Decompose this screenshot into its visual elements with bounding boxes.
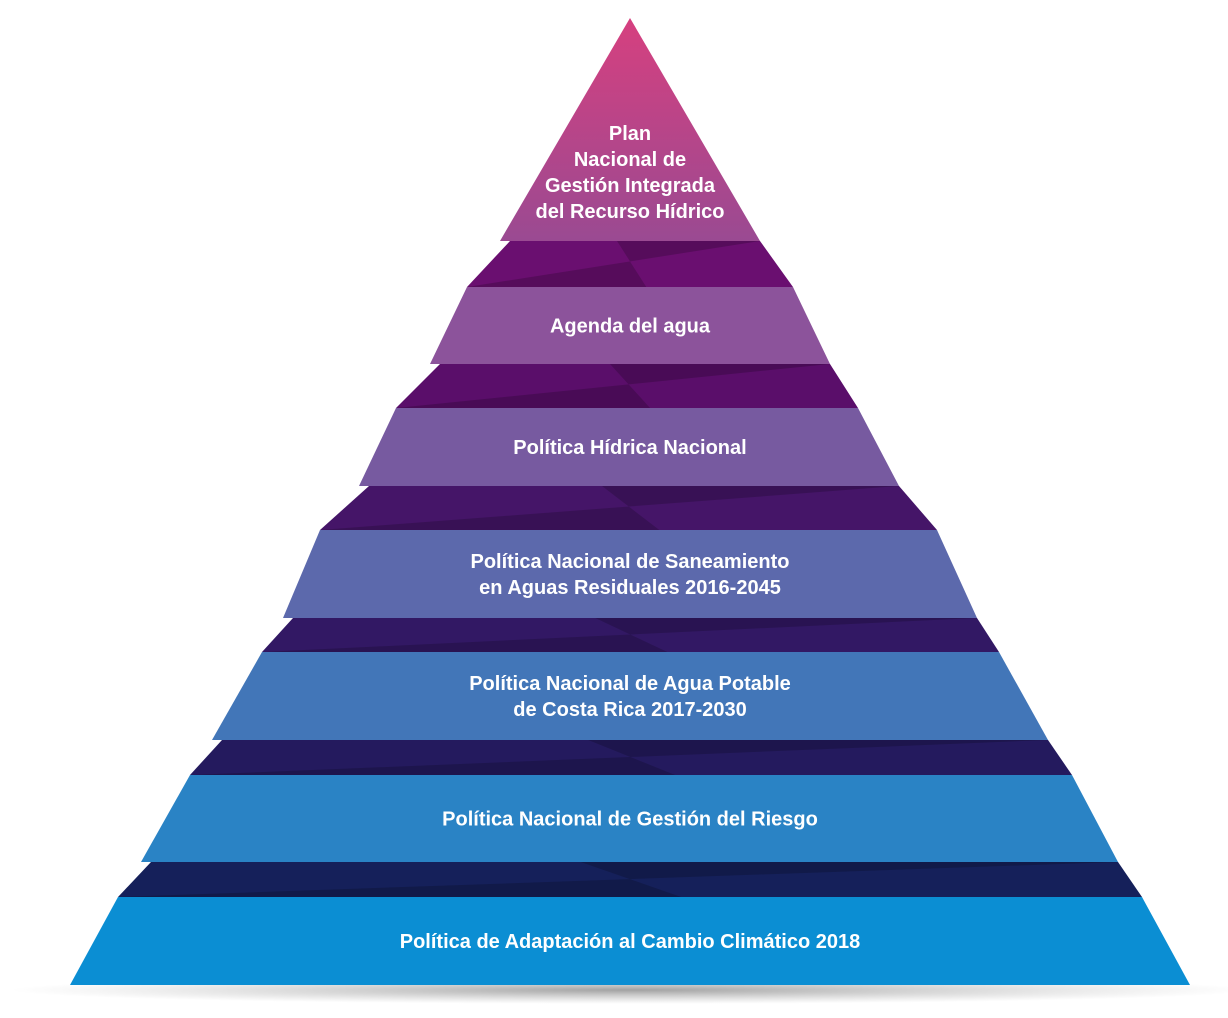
tier-shape-4 — [283, 530, 977, 618]
connector-band-4 — [262, 618, 999, 652]
tier-6-label-line-1: Política Nacional de Gestión del Riesgo — [442, 809, 818, 831]
tier-4-label-line-2: en Aguas Residuales 2016-2045 — [479, 577, 781, 599]
tier-1-label-line-2: Nacional de — [574, 149, 686, 171]
connector-layer — [118, 241, 1142, 897]
pyramid-tier-5: Política Nacional de Agua Potable de Cost… — [212, 652, 1048, 740]
connector-band-1 — [467, 241, 793, 287]
tier-1-label-line-3: Gestión Integrada — [545, 175, 716, 197]
tier-1-label-line-1: Plan — [609, 123, 651, 145]
tier-shape-1 — [500, 18, 760, 241]
connector-twist-2 — [396, 364, 830, 408]
tier-1-label-line-4: del Recurso Hídrico — [536, 201, 725, 223]
tier-2-label-line-1: Agenda del agua — [550, 316, 711, 338]
connector-band-5 — [190, 740, 1072, 775]
tier-3-label-line-1: Política Hídrica Nacional — [513, 437, 746, 459]
connector-band-2 — [396, 364, 858, 408]
tier-shape-3 — [359, 408, 899, 486]
tier-shape-7 — [70, 897, 1190, 985]
connector-twist-6 — [118, 862, 1118, 897]
tier-4-label-line-1: Política Nacional de Saneamiento — [471, 551, 790, 573]
tier-5-label-line-2: de Costa Rica 2017-2030 — [513, 699, 746, 721]
connector-twist-1 — [467, 241, 760, 287]
pyramid-tier-6: Política Nacional de Gestión del Riesgo — [141, 775, 1118, 862]
connector-twist-3 — [320, 486, 899, 530]
tier-shape-6 — [141, 775, 1118, 862]
tier-shape-5 — [212, 652, 1048, 740]
tier-7-label-line-1: Política de Adaptación al Cambio Climáti… — [400, 931, 861, 953]
connector-band-3 — [320, 486, 937, 530]
pyramid-tier-4: Política Nacional de Saneamiento en Aguas… — [283, 530, 977, 618]
pyramid-tier-3: Política Hídrica Nacional — [359, 408, 899, 486]
connector-band-6 — [118, 862, 1142, 897]
connector-twist-4 — [262, 618, 977, 652]
connector-twist-5 — [190, 740, 1048, 775]
pyramid-tier-2: Agenda del agua — [430, 287, 830, 364]
tier-shape-2 — [430, 287, 830, 364]
pyramid-tier-7: Política de Adaptación al Cambio Climáti… — [70, 897, 1190, 985]
tier-5-label-line-1: Política Nacional de Agua Potable — [469, 673, 791, 695]
